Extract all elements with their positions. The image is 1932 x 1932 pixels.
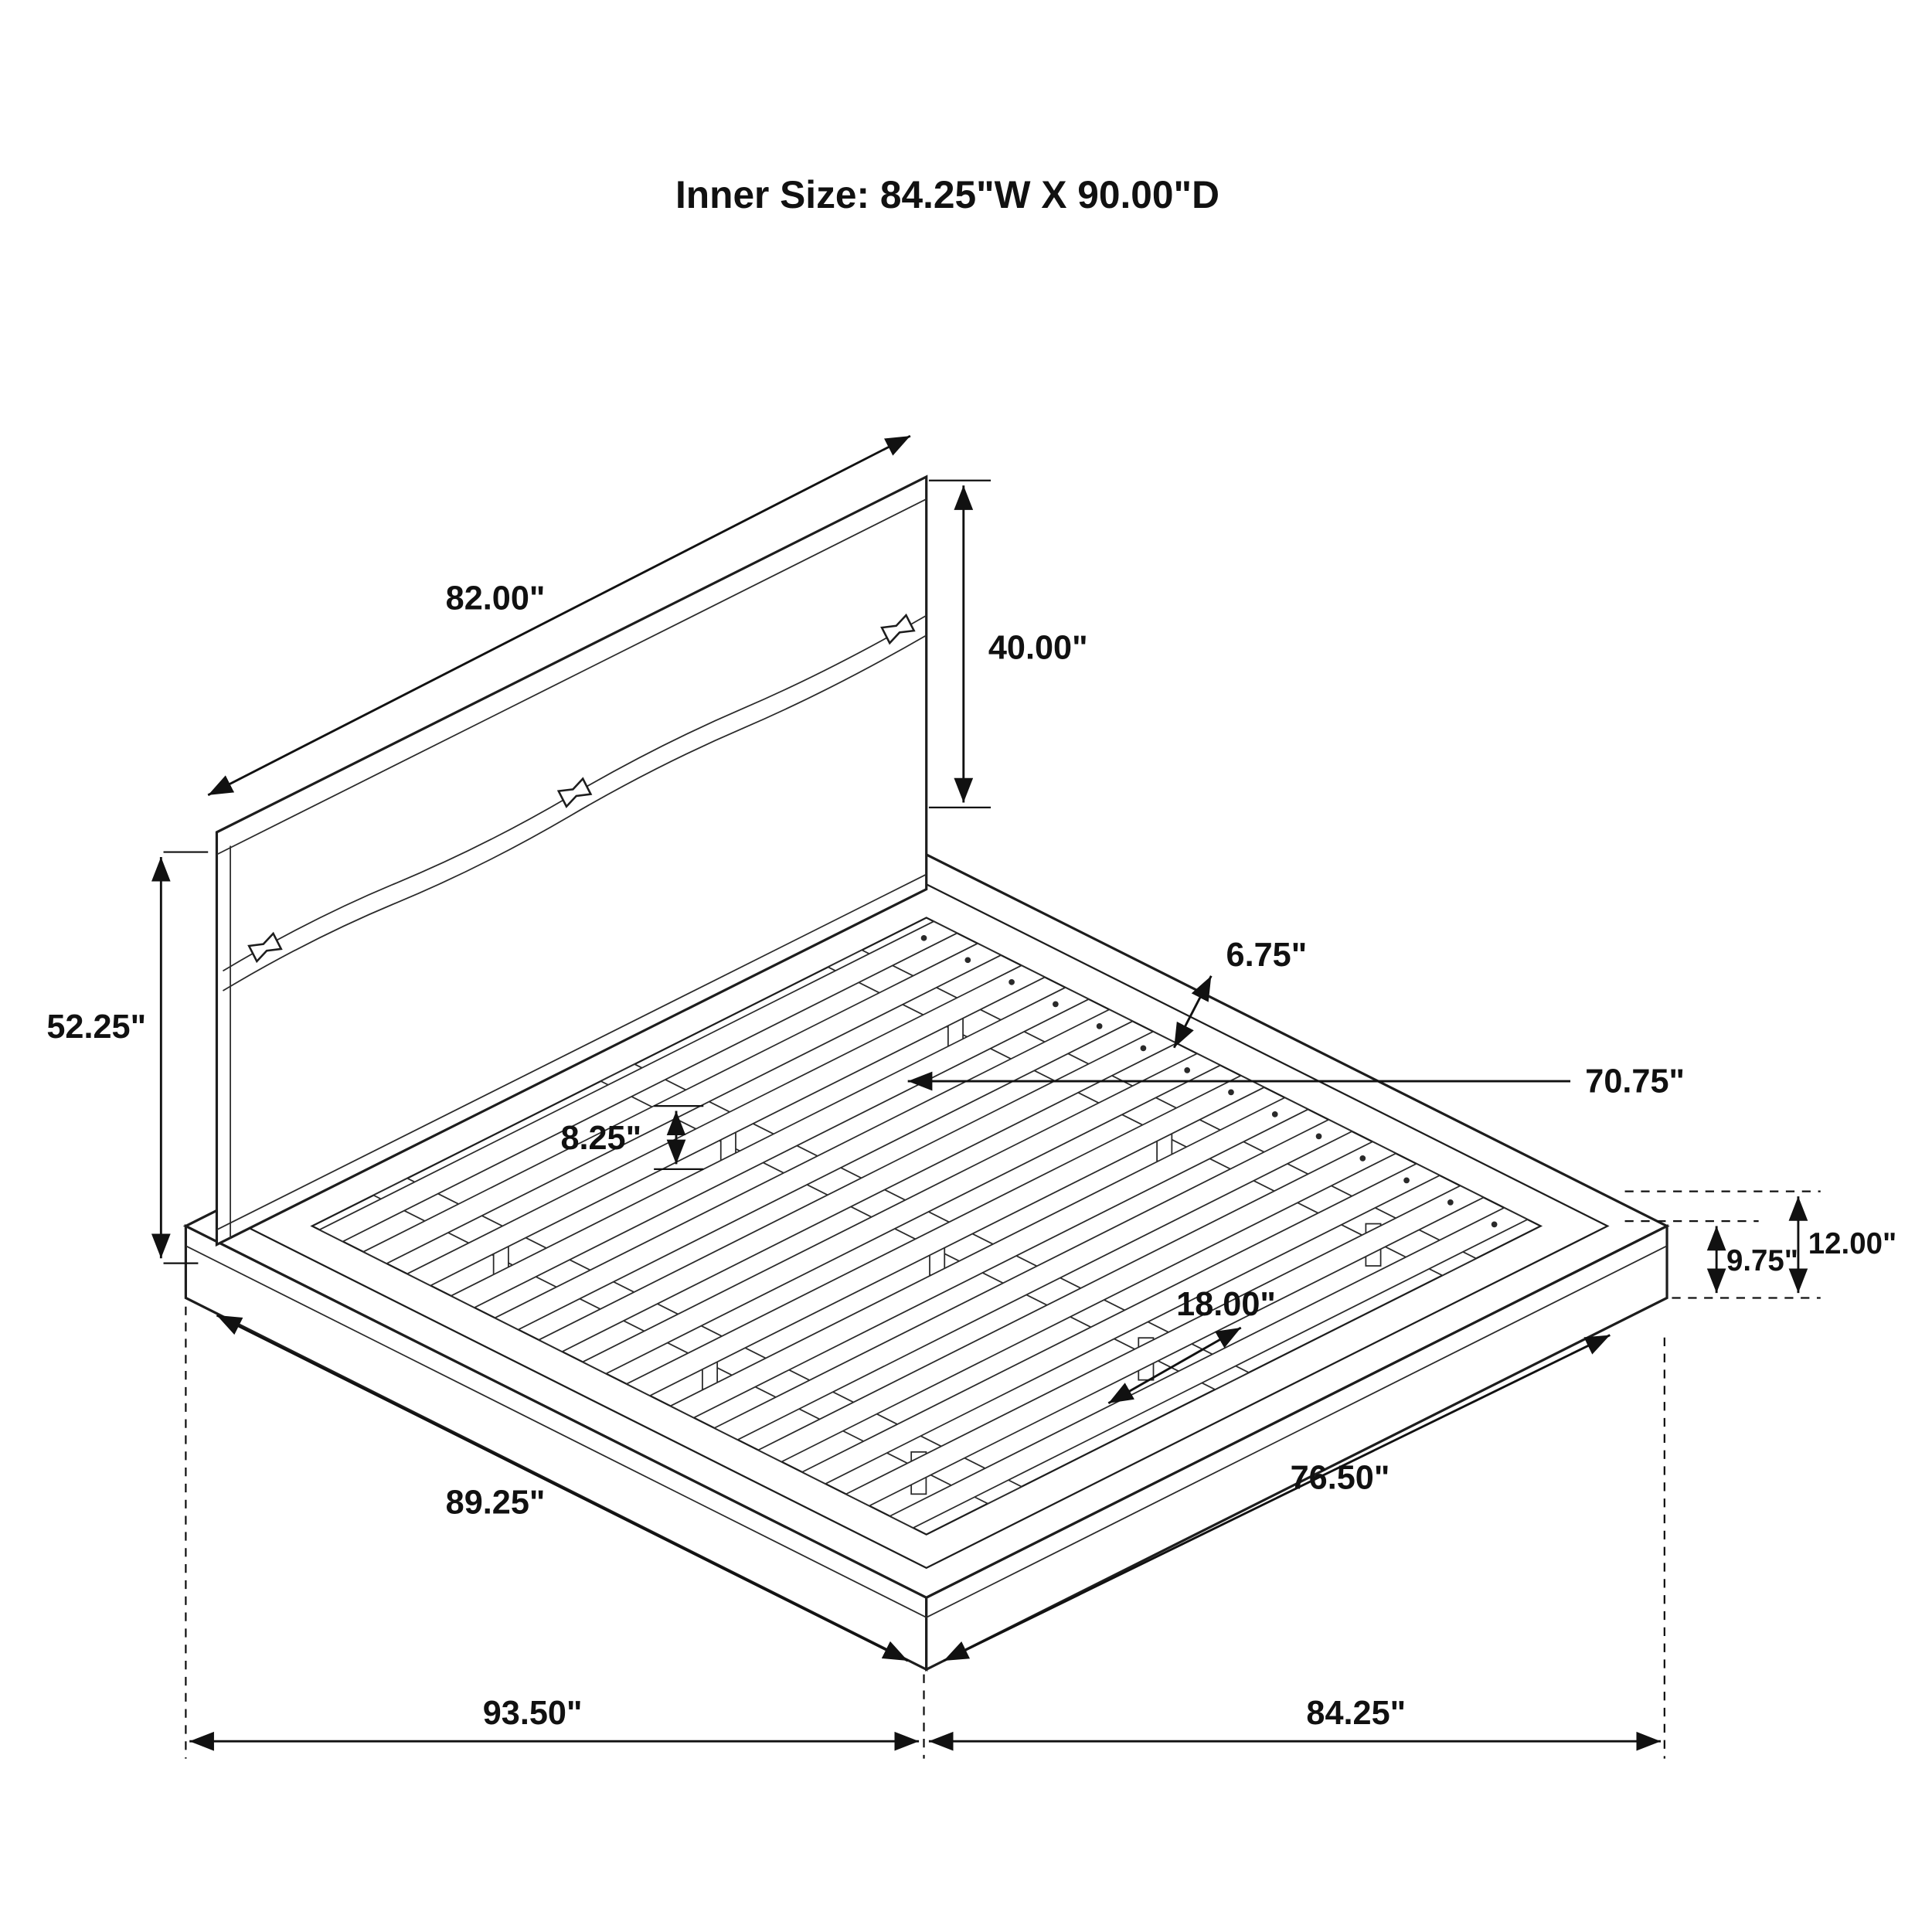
mattress-slat xyxy=(405,964,1046,1287)
screw-dot xyxy=(1053,1001,1059,1008)
screw-dot xyxy=(1096,1023,1103,1029)
dim-headboard-height-label: 40.00" xyxy=(988,630,1088,667)
dim-headboard-width-line xyxy=(207,434,911,797)
dim-headboard-width: 82.00" xyxy=(207,434,911,797)
screw-dot xyxy=(1403,1177,1410,1184)
dim-rail-overhang-label: 6.75" xyxy=(1226,937,1308,974)
screw-dot xyxy=(1140,1045,1147,1052)
screw-dot xyxy=(1271,1111,1278,1117)
dim-foot-clearance-label: 18.00" xyxy=(1176,1286,1276,1323)
dim-support-height-label: 8.25" xyxy=(560,1120,641,1157)
mattress-slat xyxy=(362,942,1003,1264)
dim-overall-depth: 93.50" xyxy=(185,1306,925,1759)
mattress-slat xyxy=(318,920,959,1243)
dim-overall-width-label: 84.25" xyxy=(1306,1695,1406,1732)
screw-dot xyxy=(920,934,927,941)
dim-overall-width: 84.25" xyxy=(928,1337,1665,1759)
screw-dot xyxy=(1315,1133,1322,1140)
dim-total-height: 52.25" xyxy=(46,851,209,1264)
dim-overall-depth-label: 93.50" xyxy=(483,1695,583,1732)
diagram-title: Inner Size: 84.25"W X 90.00"D xyxy=(675,173,1219,216)
mattress-slat xyxy=(449,986,1090,1308)
dim-headboard-height: 40.00" xyxy=(928,479,1088,808)
dim-platform-height: 12.00" xyxy=(1788,1196,1896,1294)
dim-left-side-length: 89.25" xyxy=(216,1314,909,1662)
dim-base-height-label: 9.75" xyxy=(1726,1244,1798,1277)
dim-total-height-label: 52.25" xyxy=(46,1009,146,1046)
dim-slat-length: 70.75" xyxy=(907,1063,1685,1100)
screw-dot xyxy=(1184,1067,1191,1073)
dim-left-side-length-label: 89.25" xyxy=(446,1484,546,1521)
dim-right-side-length: 76.50" xyxy=(943,1334,1611,1662)
dim-support-height: 8.25" xyxy=(560,1104,704,1170)
bed-drawing xyxy=(182,474,1670,1672)
screw-dot xyxy=(1447,1199,1454,1206)
dim-right-side-length-label: 76.50" xyxy=(1291,1459,1390,1496)
headboard-base-line xyxy=(216,873,927,1231)
screw-dot xyxy=(1228,1089,1234,1096)
screw-dot xyxy=(1359,1155,1366,1162)
dim-slat-length-label: 70.75" xyxy=(1585,1063,1685,1100)
screw-dot xyxy=(964,957,971,964)
dim-rail-overhang: 6.75" xyxy=(1172,937,1308,1049)
dim-left-side-length-line xyxy=(216,1314,909,1662)
dim-rail-overhang-line xyxy=(1172,975,1213,1049)
screw-dot xyxy=(1491,1221,1498,1228)
dim-right-side-length-line xyxy=(943,1334,1611,1662)
screw-dot xyxy=(1009,978,1015,985)
dim-headboard-width-label: 82.00" xyxy=(446,580,546,617)
dim-platform-height-label: 12.00" xyxy=(1808,1227,1896,1260)
butterfly-joint-left xyxy=(247,931,283,964)
